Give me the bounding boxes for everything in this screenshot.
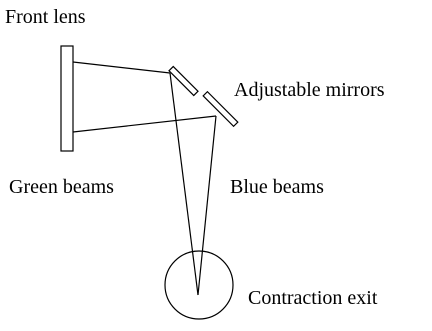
blue-beams-label: Blue beams xyxy=(230,176,324,198)
green-beam-upper xyxy=(72,61,171,74)
blue-beam-left xyxy=(169,72,199,296)
front-lens xyxy=(60,45,74,152)
adjustable-mirror-upper xyxy=(168,65,199,97)
contraction-exit-label: Contraction exit xyxy=(248,287,378,309)
green-beam-lower xyxy=(72,115,217,133)
front-lens-label: Front lens xyxy=(5,6,86,28)
adjustable-mirrors-label: Adjustable mirrors xyxy=(234,79,385,101)
green-beams-label: Green beams xyxy=(9,176,114,198)
contraction-exit-circle xyxy=(164,250,234,320)
blue-beam-right xyxy=(197,115,217,296)
adjustable-mirror-lower xyxy=(202,90,239,128)
